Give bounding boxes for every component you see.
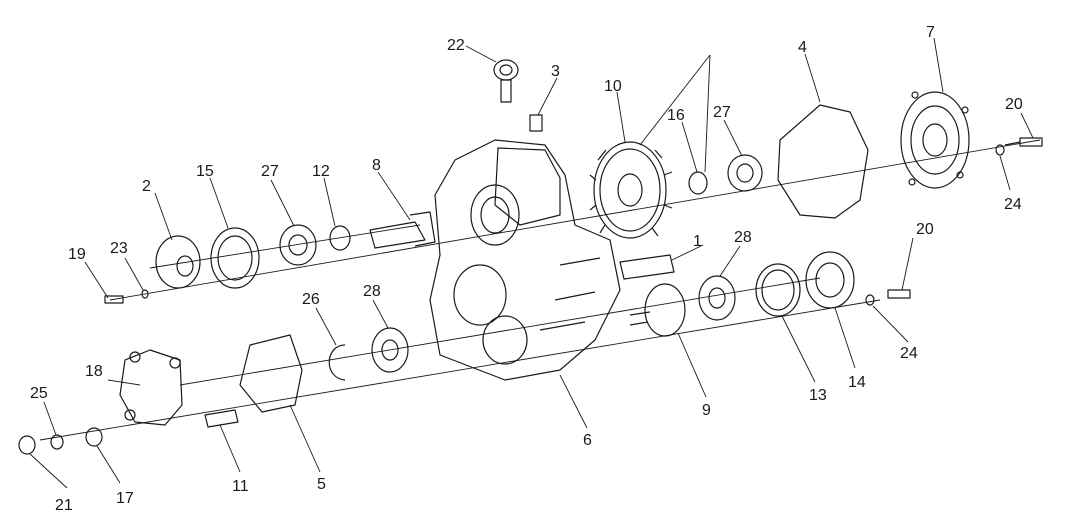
callout-3: 3 — [551, 63, 560, 80]
callout-27-right: 27 — [713, 104, 731, 121]
cover-part-14 — [805, 251, 855, 309]
gasket-part-15 — [210, 227, 260, 289]
nut-part-21 — [18, 435, 36, 455]
callout-12: 12 — [312, 163, 330, 180]
eye-bolt-part-22 — [493, 59, 519, 103]
assembly-axes — [39, 139, 1041, 441]
callout-15: 15 — [196, 163, 214, 180]
callout-16: 16 — [667, 107, 685, 124]
callout-24-top: 24 — [1004, 196, 1022, 213]
seal-part-12 — [329, 225, 351, 251]
bushing-part-17 — [85, 427, 103, 447]
gear-part-10 — [589, 141, 673, 239]
callout-6: 6 — [583, 432, 592, 449]
washer-part-25 — [50, 434, 64, 450]
callout-28-right: 28 — [734, 229, 752, 246]
callout-17: 17 — [116, 490, 134, 507]
cover-part-18 — [119, 349, 183, 426]
callout-2: 2 — [142, 178, 151, 195]
callout-19: 19 — [68, 246, 86, 263]
bearing-part-27-left — [279, 224, 317, 266]
gasket-part-5 — [239, 334, 303, 413]
callout-10: 10 — [604, 78, 622, 95]
washer-part-24-top — [995, 144, 1005, 156]
callout-22: 22 — [447, 37, 465, 54]
callout-20-top: 20 — [1005, 96, 1023, 113]
ring-part-26 — [328, 344, 346, 381]
pin-part-1 — [619, 254, 675, 280]
callout-labels: 1 2 3 4 5 6 7 8 9 10 11 12 13 14 15 16 1… — [30, 24, 1023, 514]
callout-13: 13 — [809, 387, 827, 404]
plug-part-3 — [529, 114, 543, 132]
bearing-part-27-right — [727, 154, 763, 192]
housing-part-6 — [429, 139, 621, 381]
callout-4: 4 — [798, 39, 807, 56]
washer-part-24-bottom — [865, 294, 875, 306]
callout-27-left: 27 — [261, 163, 279, 180]
callout-24-bottom: 24 — [900, 345, 918, 362]
bearing-part-28-right — [698, 275, 736, 321]
callout-9: 9 — [702, 402, 711, 419]
bolt-part-19 — [104, 295, 124, 304]
gear-part-9 — [629, 283, 686, 337]
ring-part-13 — [755, 263, 801, 317]
callout-23: 23 — [110, 240, 128, 257]
bearing-part-28-left — [371, 327, 409, 373]
callout-7: 7 — [926, 24, 935, 41]
callout-25: 25 — [30, 385, 48, 402]
washer-part-23 — [141, 289, 149, 299]
bolt-part-20-bottom — [887, 289, 911, 299]
callout-8: 8 — [372, 157, 381, 174]
ring-part-16 — [688, 171, 708, 195]
bolt-part-20-top — [1004, 137, 1043, 147]
shaft-part-11 — [204, 409, 239, 428]
callout-1: 1 — [693, 233, 702, 250]
callout-20-bottom: 20 — [916, 221, 934, 238]
gasket-part-4 — [777, 104, 869, 219]
callout-5: 5 — [317, 476, 326, 493]
callout-14: 14 — [848, 374, 866, 391]
cover-part-7 — [900, 91, 970, 189]
callout-18: 18 — [85, 363, 103, 380]
callout-28-left: 28 — [363, 283, 381, 300]
callout-26: 26 — [302, 291, 320, 308]
cover-part-2 — [155, 235, 201, 289]
shaft-part-8 — [369, 211, 436, 249]
callout-21: 21 — [55, 497, 73, 514]
callout-11: 11 — [232, 478, 249, 495]
leader-lines — [29, 37, 1034, 489]
